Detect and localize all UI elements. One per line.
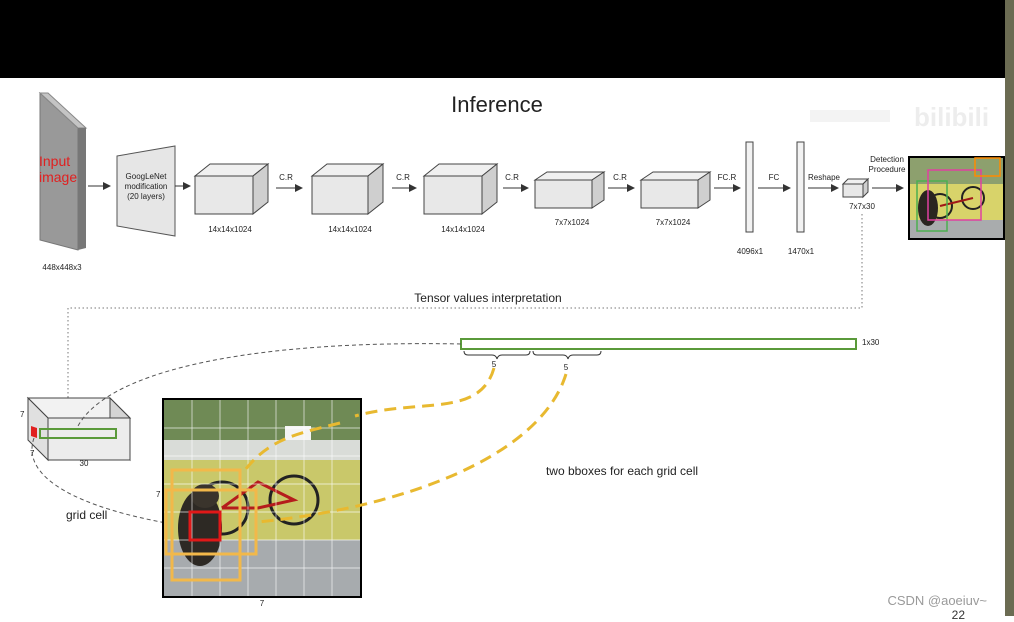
conv-block-1 <box>193 162 270 216</box>
conv-block-3-size: 14x14x1024 <box>441 225 485 234</box>
conv-op-4: C.R <box>613 173 627 182</box>
bbox-link-curve-2 <box>257 373 568 524</box>
conv-block-2 <box>310 162 385 216</box>
bbox-link-curve-1b <box>243 421 341 471</box>
cube-label-depth: 30 <box>80 459 89 468</box>
bbox-count-2: 5 <box>564 363 569 372</box>
output-tensor-cube-large <box>26 396 132 462</box>
slide: Inference bilibili Input image 448x448x3… <box>0 78 1005 622</box>
input-label-line2: image <box>39 169 77 185</box>
grid-image <box>162 398 362 598</box>
detection-line2: Procedure <box>869 165 906 174</box>
fc-op-1: FC.R <box>718 173 737 182</box>
cube-label-left: 7 <box>20 410 25 419</box>
grid-label-bottom: 7 <box>260 599 265 608</box>
fc-layer-1470-size: 1470x1 <box>788 247 815 256</box>
bbox-yellow-2 <box>164 488 258 556</box>
bilibili-logo-text: bilibili <box>914 102 989 132</box>
tensor-connector-line <box>67 214 863 400</box>
conv-block-5-size: 7x7x1024 <box>656 218 691 227</box>
googlenet-block <box>116 145 176 237</box>
bbox-yellow-1 <box>170 468 242 582</box>
conv-block-3 <box>422 162 499 216</box>
input-image-slab <box>38 91 88 251</box>
vector-size-label: 1x30 <box>862 338 880 347</box>
grid-cell-highlight <box>188 510 222 542</box>
input-label-line1: Input <box>39 153 70 169</box>
tensor-vector-1x30 <box>460 338 857 350</box>
detection-result-image <box>908 156 1005 240</box>
fc-layer-4096-size: 4096x1 <box>737 247 764 256</box>
fc-op-2: FC <box>769 173 780 182</box>
output-size-label: 7x7x30 <box>849 202 875 211</box>
tensor-interpretation-label: Tensor values interpretation <box>414 291 561 305</box>
googlenet-line2: modification <box>125 182 168 191</box>
vector-to-cube-arc <box>77 343 462 427</box>
reshape-op: Reshape <box>808 173 841 182</box>
fc-layer-4096 <box>745 141 754 233</box>
yolo-inference-diagram: Inference bilibili Input image 448x448x3… <box>20 91 1005 608</box>
conv-block-4-size: 7x7x1024 <box>555 218 590 227</box>
brace-bbox-2 <box>532 350 602 360</box>
conv-block-4 <box>533 171 606 209</box>
conv-op-2: C.R <box>396 173 410 182</box>
grid-cell-label: grid cell <box>66 508 107 522</box>
detection-line1: Detection <box>870 155 904 164</box>
page-number: 22 <box>951 608 965 622</box>
googlenet-line1: GoogLeNet <box>126 172 168 181</box>
conv-block-5 <box>639 171 712 209</box>
csdn-watermark: CSDN @aoeiuv~ <box>887 593 987 608</box>
cube-to-gridcell-arc <box>31 437 173 525</box>
conv-op-1: C.R <box>279 173 293 182</box>
right-edge-strip <box>1005 0 1014 616</box>
brace-bbox-1 <box>463 350 531 360</box>
conv-op-3: C.R <box>505 173 519 182</box>
googlenet-line3: (20 layers) <box>127 192 165 201</box>
grid-label-left: 7 <box>156 490 161 499</box>
two-bboxes-label: two bboxes for each grid cell <box>546 464 698 478</box>
output-tensor-cube <box>841 177 870 199</box>
bilibili-watermark: bilibili <box>810 102 989 132</box>
fc-layer-1470 <box>796 141 805 233</box>
conv-block-2-size: 14x14x1024 <box>328 225 372 234</box>
conv-block-1-size: 14x14x1024 <box>208 225 252 234</box>
bbox-link-curve-1 <box>354 367 496 418</box>
top-black-bar <box>0 0 1005 78</box>
bbox-count-1: 5 <box>492 360 497 369</box>
slide-title: Inference <box>451 92 543 117</box>
input-size-label: 448x448x3 <box>42 263 82 272</box>
